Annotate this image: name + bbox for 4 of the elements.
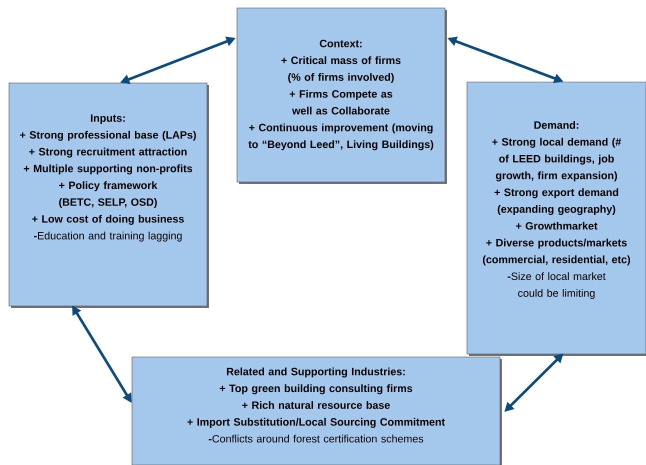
text-box: Inputs: + Strong professional base (LAPs) + Strong recruitment attraction + Multiple supporting non-profits + Policy framework (BETC, SELP, OSD) + Low cost of doing business -Education and training lagging bbox=[8, 82, 208, 306]
text-box: Context: + Critical mass of firms (% of firms involved) + Firms Compete as well as Collaborate + Continuous improvement (moving to “Beyond Leed”, Living Buildings) bbox=[236, 8, 446, 182]
text-box: Demand: + Strong local demand (# of LEED buildings, job growth, firm expansion) + Strong export demand (expanding geography) + Growthmarket + Diverse products/markets (commercial, residential, etc) -Size of local market could be limiting bbox=[466, 82, 646, 354]
text-box: Related and Supporting Industries: + Top green building consulting firms + Rich natural resource base + Import Substitution/Local Sourcing Commitment -Conflicts around forest certification schemes bbox=[132, 356, 500, 465]
